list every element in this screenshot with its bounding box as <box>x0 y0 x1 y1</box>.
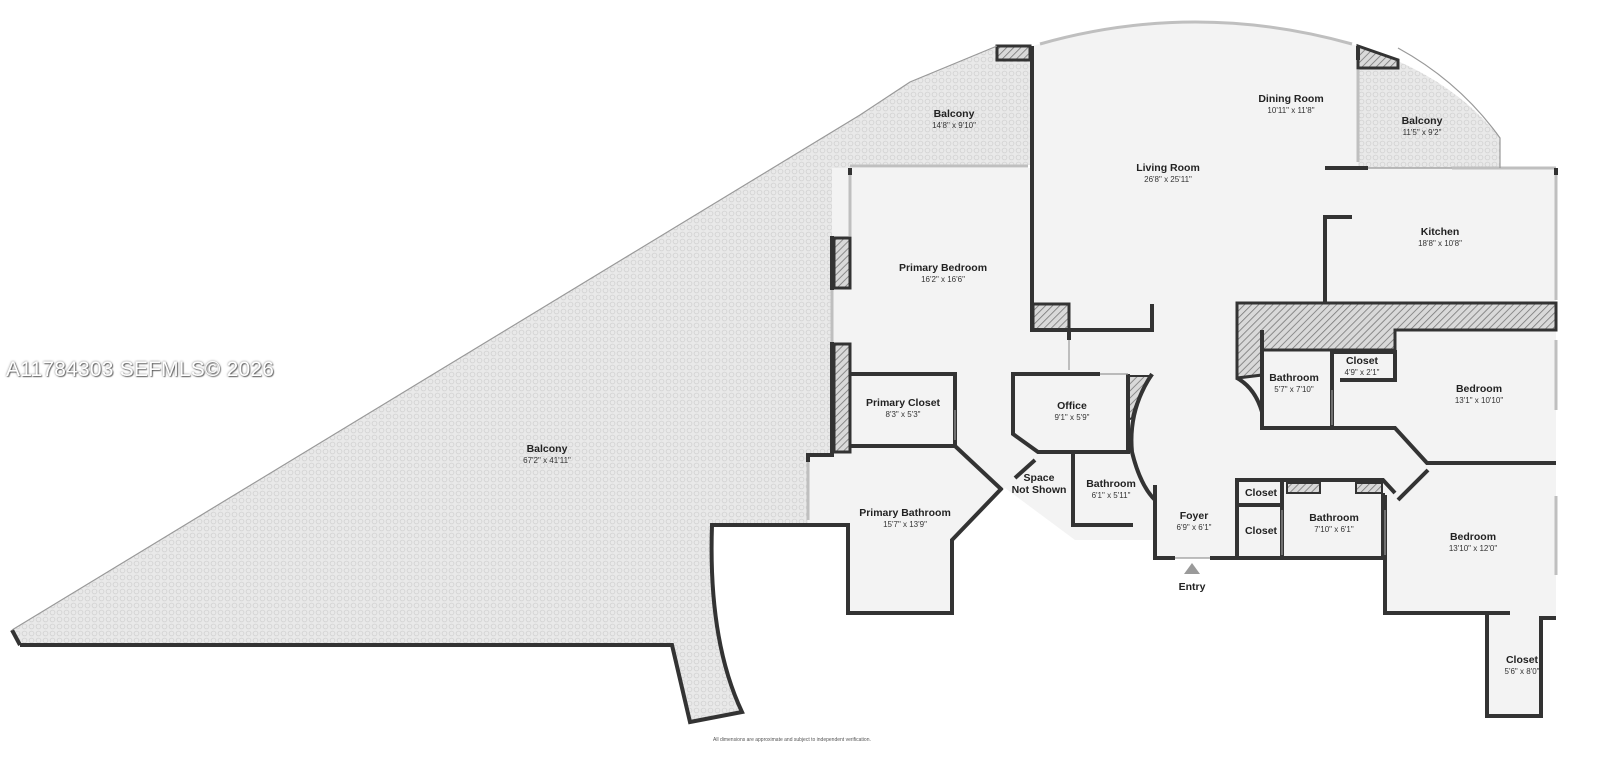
room-dims-dining-room: 10'11" x 11'8" <box>1267 106 1314 115</box>
room-dims-primary-bedroom: 16'2" x 16'6" <box>921 275 965 284</box>
column <box>995 44 1032 62</box>
room-name-primary-bedroom: Primary Bedroom <box>899 262 987 274</box>
entry-label: Entry <box>1179 581 1206 593</box>
room-labels: Balcony 67'2" x 41'11" Balcony 14'8" x 9… <box>523 93 1540 676</box>
column <box>1286 482 1321 494</box>
entry-arrow-icon <box>1184 563 1200 574</box>
room-name-bathroom-lower: Bathroom <box>1309 512 1359 524</box>
room-dims-bathroom-mid: 6'1" x 5'11" <box>1092 491 1131 500</box>
walls <box>10 45 1558 725</box>
room-dims-balcony-top: 14'8" x 9'10" <box>932 121 976 130</box>
room-name-balcony-top: Balcony <box>934 108 975 120</box>
balcony-right-area <box>1358 46 1500 168</box>
room-dims-bathroom-upper: 5'7" x 7'10" <box>1274 385 1314 394</box>
room-dims-bedroom-lower: 13'10" x 12'0" <box>1449 544 1497 553</box>
room-name-closet-walkin: Closet <box>1506 654 1539 666</box>
room-name-primary-closet: Primary Closet <box>866 397 941 409</box>
room-name-closet-foyer-bottom: Closet <box>1245 525 1278 537</box>
room-name-bathroom-mid: Bathroom <box>1086 478 1136 490</box>
interior-floor <box>808 23 1556 716</box>
room-name-closet-small: Closet <box>1346 355 1379 367</box>
column <box>1356 43 1400 70</box>
room-dims-office: 9'1" x 5'9" <box>1055 413 1090 422</box>
room-name-balcony-large: Balcony <box>527 443 568 455</box>
column <box>832 236 852 290</box>
room-dims-foyer: 6'9" x 6'1" <box>1177 523 1212 532</box>
room-dims-bathroom-lower: 7'10" x 6'1" <box>1314 525 1354 534</box>
listing-watermark: A11784303 SEFMLS© 2026 <box>6 358 275 381</box>
column <box>1355 482 1383 494</box>
room-name-dining-room: Dining Room <box>1258 93 1323 105</box>
room-name-closet-foyer-top: Closet <box>1245 487 1278 499</box>
room-dims-closet-small: 4'9" x 2'1" <box>1345 368 1380 377</box>
room-name-bedroom-upper: Bedroom <box>1456 383 1502 395</box>
room-name-balcony-right: Balcony <box>1402 115 1443 127</box>
window-curved <box>1039 20 1353 46</box>
room-name-bedroom-lower: Bedroom <box>1450 531 1496 543</box>
space-not-shown-label-2: Not Shown <box>1012 484 1067 496</box>
dimensions-disclaimer: All dimensions are approximate and subje… <box>713 737 871 743</box>
balcony-large-area <box>12 115 1032 722</box>
room-dims-primary-bathroom: 15'7" x 13'9" <box>883 520 927 529</box>
balcony-top-area <box>850 46 1032 165</box>
room-dims-bedroom-upper: 13'1" x 10'10" <box>1455 396 1503 405</box>
room-dims-kitchen: 18'8" x 10'8" <box>1418 239 1462 248</box>
room-name-office: Office <box>1057 400 1087 412</box>
room-name-primary-bathroom: Primary Bathroom <box>859 507 951 519</box>
column <box>832 342 852 454</box>
room-name-living-room: Living Room <box>1136 162 1200 174</box>
room-name-kitchen: Kitchen <box>1421 226 1460 238</box>
space-not-shown-label: Space <box>1024 472 1055 484</box>
room-name-foyer: Foyer <box>1180 510 1209 522</box>
room-dims-primary-closet: 8'3" x 5'3" <box>886 410 921 419</box>
room-name-bathroom-upper: Bathroom <box>1269 372 1319 384</box>
room-dims-balcony-right: 11'5" x 9'2" <box>1403 128 1442 137</box>
column <box>1031 302 1071 332</box>
room-dims-balcony-large: 67'2" x 41'11" <box>523 456 571 465</box>
room-dims-living-room: 26'8" x 25'11" <box>1144 175 1192 184</box>
room-dims-closet-walkin: 5'6" x 8'0" <box>1505 667 1540 676</box>
